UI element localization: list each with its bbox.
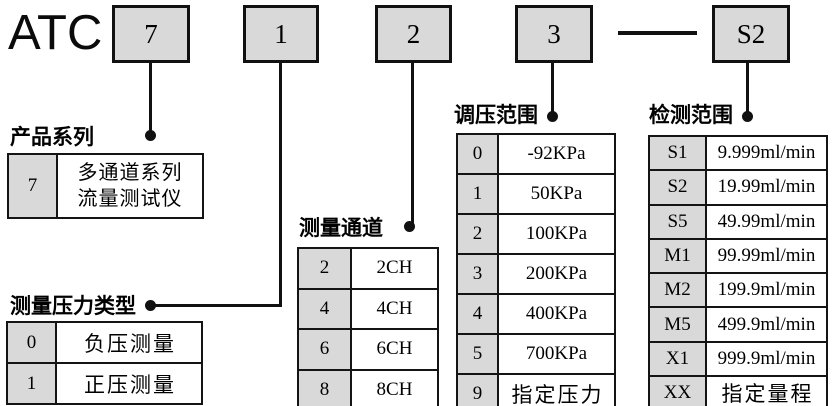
code-cell: 4 xyxy=(456,293,499,335)
table-row: 7 多通道系列 流量测试仪 xyxy=(7,153,204,219)
table-row: X1 999.9ml/min xyxy=(648,340,828,378)
code-cell: M5 xyxy=(648,306,707,343)
value-cell: 正压测量 xyxy=(55,362,203,405)
series-title: 产品系列 xyxy=(10,126,94,149)
value-cell: 999.9ml/min xyxy=(705,340,828,378)
code-cell: M2 xyxy=(648,272,707,309)
value-cell: 400KPa xyxy=(497,293,616,335)
table-row: M5 499.9ml/min xyxy=(648,306,828,343)
value-cell: 99.99ml/min xyxy=(705,237,828,275)
pressure-type-title: 测量压力类型 xyxy=(10,295,136,318)
value-cell: 50KPa xyxy=(497,173,616,215)
value-cell: 100KPa xyxy=(497,213,616,255)
connector-pressure-type-dot xyxy=(145,300,156,311)
connector-pressure-range-line xyxy=(551,61,554,116)
pressure-range-title: 调压范围 xyxy=(454,104,538,127)
code-separator-dash xyxy=(618,31,697,35)
channel-title: 测量通道 xyxy=(299,217,383,240)
code-cell: 2 xyxy=(456,213,499,255)
code-box-series: 7 xyxy=(112,5,190,63)
connector-detection-range-dot xyxy=(742,111,753,122)
code-cell: 2 xyxy=(297,247,352,290)
code-box-detection-range: S2 xyxy=(712,5,790,63)
connector-series-dot xyxy=(145,130,156,141)
table-row: 8 8CH xyxy=(297,368,439,406)
connector-series-line xyxy=(149,61,152,135)
table-row: 2 2CH xyxy=(297,247,439,290)
value-cell: 4CH xyxy=(350,287,439,330)
value-cell: 2CH xyxy=(350,247,439,290)
table-row: 1 50KPa xyxy=(456,173,616,215)
code-cell: 0 xyxy=(456,133,499,175)
series-table: 7 多通道系列 流量测试仪 xyxy=(7,153,204,219)
pressure-range-table: 0 -92KPa 1 50KPa 2 100KPa 3 200KPa 4 400… xyxy=(456,133,616,406)
connector-pressure-type-hline xyxy=(153,304,282,307)
table-row: 1 正压测量 xyxy=(6,362,203,405)
table-row: S1 9.999ml/min xyxy=(648,134,828,172)
code-cell: 1 xyxy=(6,362,57,405)
table-row: 9 指定压力 xyxy=(456,373,616,406)
table-row: 2 100KPa xyxy=(456,213,616,255)
code-cell: 5 xyxy=(456,333,499,375)
code-box-pressure-range: 3 xyxy=(515,5,593,63)
value-cell: 8CH xyxy=(350,368,439,406)
code-cell: 0 xyxy=(6,321,57,364)
value-cell: 负压测量 xyxy=(55,321,203,364)
value-line: 流量测试仪 xyxy=(77,188,183,210)
table-row: S2 19.99ml/min xyxy=(648,169,828,206)
detection-range-table: S1 9.999ml/min S2 19.99ml/min S5 49.99ml… xyxy=(648,134,828,406)
value-cell: 多通道系列 流量测试仪 xyxy=(56,153,204,219)
table-row: 6 6CH xyxy=(297,328,439,371)
code-cell: 8 xyxy=(297,368,352,406)
code-box-channels: 2 xyxy=(375,5,452,63)
code-cell: 9 xyxy=(456,373,499,406)
code-cell: 3 xyxy=(456,253,499,295)
value-cell: -92KPa xyxy=(497,133,616,175)
value-line: 多通道系列 xyxy=(77,162,183,184)
table-row: 0 负压测量 xyxy=(6,321,203,364)
code-cell: XX xyxy=(648,375,707,406)
table-row: 4 400KPa xyxy=(456,293,616,335)
code-cell: S1 xyxy=(648,134,707,172)
connector-channels-dot xyxy=(404,221,415,232)
connector-detection-range-line xyxy=(746,61,749,116)
channel-table: 2 2CH 4 4CH 6 6CH 8 8CH xyxy=(297,247,439,406)
connector-pressure-range-dot xyxy=(547,111,558,122)
value-cell: 19.99ml/min xyxy=(705,169,828,206)
value-cell: 700KPa xyxy=(497,333,616,375)
connector-channels-line xyxy=(411,61,414,225)
model-prefix: ATC xyxy=(8,6,103,60)
value-cell: 499.9ml/min xyxy=(705,306,828,343)
value-cell: 200KPa xyxy=(497,253,616,295)
table-row: 0 -92KPa xyxy=(456,133,616,175)
code-cell: 4 xyxy=(297,287,352,330)
code-cell: S2 xyxy=(648,169,707,206)
connector-pressure-type-vline xyxy=(279,61,282,307)
table-row: 5 700KPa xyxy=(456,333,616,375)
value-cell: 9.999ml/min xyxy=(705,134,828,172)
code-cell: 1 xyxy=(456,173,499,215)
value-cell: 199.9ml/min xyxy=(705,272,828,309)
table-row: 3 200KPa xyxy=(456,253,616,295)
table-row: S5 49.99ml/min xyxy=(648,203,828,240)
value-cell: 指定量程 xyxy=(705,375,828,406)
table-row: M2 199.9ml/min xyxy=(648,272,828,309)
code-cell: 6 xyxy=(297,328,352,371)
table-row: 4 4CH xyxy=(297,287,439,330)
code-cell: S5 xyxy=(648,203,707,240)
code-cell: X1 xyxy=(648,340,707,378)
pressure-type-table: 0 负压测量 1 正压测量 xyxy=(6,321,203,405)
table-row: M1 99.99ml/min xyxy=(648,237,828,275)
code-box-pressure-type: 1 xyxy=(243,5,319,63)
value-cell: 指定压力 xyxy=(497,373,616,406)
value-cell: 6CH xyxy=(350,328,439,371)
value-cell: 49.99ml/min xyxy=(705,203,828,240)
code-cell: 7 xyxy=(7,153,58,219)
detection-range-title: 检测范围 xyxy=(649,104,733,127)
code-cell: M1 xyxy=(648,237,707,275)
table-row: XX 指定量程 xyxy=(648,375,828,406)
